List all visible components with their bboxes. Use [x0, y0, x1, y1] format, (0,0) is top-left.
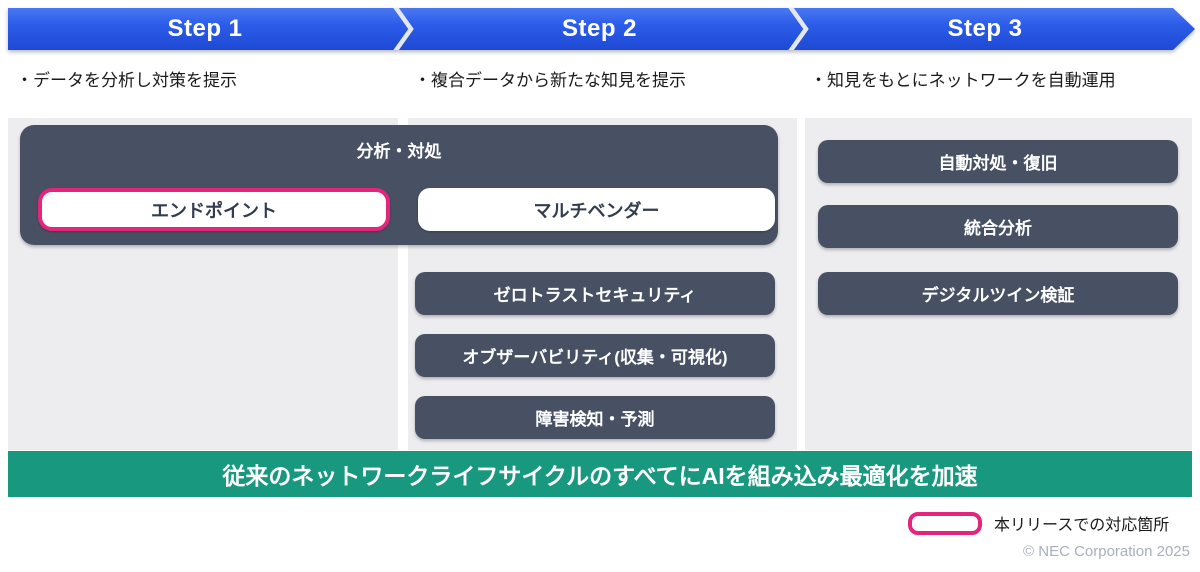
endpoint-item-highlighted: エンドポイント [38, 188, 390, 231]
legend-label: 本リリースでの対応箇所 [994, 517, 1170, 534]
step2-description: ・複合データから新たな知見を提示 [414, 71, 686, 90]
multivendor-item: マルチベンダー [418, 188, 775, 231]
analysis-group-title: 分析・対処 [356, 141, 442, 161]
legend-highlight-swatch [908, 511, 982, 535]
auto-remediation-item: 自動対処・復旧 [818, 140, 1178, 183]
step3-label: Step 3 [947, 15, 1023, 42]
chevron-separator-icon [8, 8, 1195, 50]
step3-description: ・知見をもとにネットワークを自動運用 [810, 71, 1116, 90]
step2-label: Step 2 [561, 15, 638, 42]
step-banner: Step 1 Step 2 Step 3 [8, 8, 1195, 50]
step-banner-arrow: Step 1 Step 2 Step 3 [8, 8, 1195, 50]
step1-label: Step 1 [167, 15, 243, 42]
zero-trust-security-item: ゼロトラストセキュリティ [415, 272, 775, 315]
integrated-analysis-item: 統合分析 [818, 205, 1178, 248]
failure-detection-item: 障害検知・予測 [415, 396, 775, 439]
step1-description: ・データを分析し対策を提示 [16, 71, 237, 90]
observability-item: オブザーバビリティ(収集・可視化) [415, 334, 775, 377]
digital-twin-item: デジタルツイン検証 [818, 272, 1178, 315]
legend: 本リリースでの対応箇所 [908, 511, 1169, 535]
copyright-text: © NEC Corporation 2025 [1023, 543, 1190, 560]
bottom-banner: 従来のネットワークライフサイクルのすべてにAIを組み込み最適化を加速 [8, 451, 1192, 497]
